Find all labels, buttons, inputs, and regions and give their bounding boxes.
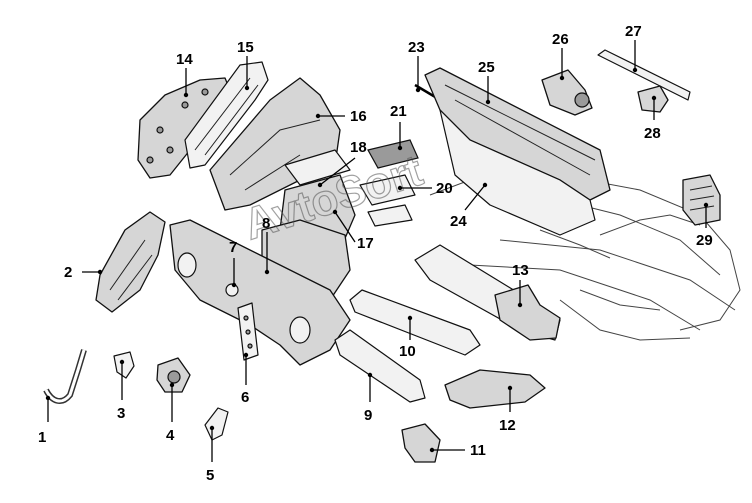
part-6-holes (243, 315, 253, 349)
part-13-mount (494, 284, 561, 341)
callout-1: 1 (38, 429, 46, 446)
part-16-inner-wing (209, 77, 341, 211)
callout-15: 15 (237, 39, 254, 56)
leader-lines (47, 40, 707, 462)
part-15-edges (194, 77, 259, 156)
part-4-center (167, 370, 181, 384)
leader-17 (334, 211, 356, 243)
part-18-bracket (284, 149, 351, 186)
callout-4: 4 (166, 427, 175, 444)
callout-9: 9 (364, 407, 372, 424)
callout-27: 27 (625, 23, 642, 40)
callout-24: 24 (450, 213, 467, 230)
leader-dots (45, 67, 709, 453)
callout-10: 10 (399, 343, 416, 360)
part-27-rod (597, 49, 691, 101)
part-2-edges (109, 239, 153, 301)
part-3-connector (113, 351, 135, 379)
callout-12: 12 (499, 417, 516, 434)
part-1-hose (43, 349, 87, 404)
callout-3: 3 (117, 405, 125, 422)
part-29-relay-block (682, 174, 721, 226)
callout-6: 6 (241, 389, 249, 406)
callout-2: 2 (64, 264, 72, 281)
callout-14: 14 (176, 51, 193, 68)
part-25-edges (444, 84, 596, 176)
part-29-ribs (689, 185, 715, 211)
leader-18 (319, 157, 356, 186)
part-16-edges (229, 119, 321, 191)
part-12-skid-plate (444, 369, 546, 409)
callout-16: 16 (350, 108, 367, 125)
part-7-holes (177, 252, 311, 344)
callout-21: 21 (390, 103, 407, 120)
part-14-holes (146, 88, 209, 164)
part-24-firewall (439, 109, 596, 236)
callout-28: 28 (644, 125, 661, 142)
callout-23: 23 (408, 39, 425, 56)
leader-24 (464, 184, 486, 211)
callout-18: 18 (350, 139, 367, 156)
callout-17: 17 (357, 235, 374, 252)
part-5-clip (204, 407, 229, 441)
part-26-cylinder (574, 92, 590, 108)
callout-7: 7 (229, 239, 237, 256)
callout-labels: 1 2 3 4 5 6 7 8 9 10 11 12 13 14 15 16 1… (38, 23, 713, 484)
part-20-plate-top (359, 174, 416, 206)
part-20-plate-bottom (367, 204, 413, 227)
callout-8: 8 (262, 215, 270, 232)
callout-5: 5 (206, 467, 214, 484)
part-9-lower-rail (334, 329, 426, 403)
callout-29: 29 (696, 232, 713, 249)
callout-20: 20 (436, 180, 453, 197)
callout-26: 26 (552, 31, 569, 48)
part-11-bracket (401, 423, 441, 463)
part-21-block (367, 139, 419, 169)
part-10-frame-rail (349, 289, 481, 356)
callout-11: 11 (470, 442, 486, 459)
part-2-wheelhouse-panel (95, 211, 166, 313)
part-1-hose-highlight (44, 349, 86, 403)
part-26-actuator (541, 69, 593, 116)
callout-25: 25 (478, 59, 495, 76)
callout-13: 13 (512, 262, 529, 279)
